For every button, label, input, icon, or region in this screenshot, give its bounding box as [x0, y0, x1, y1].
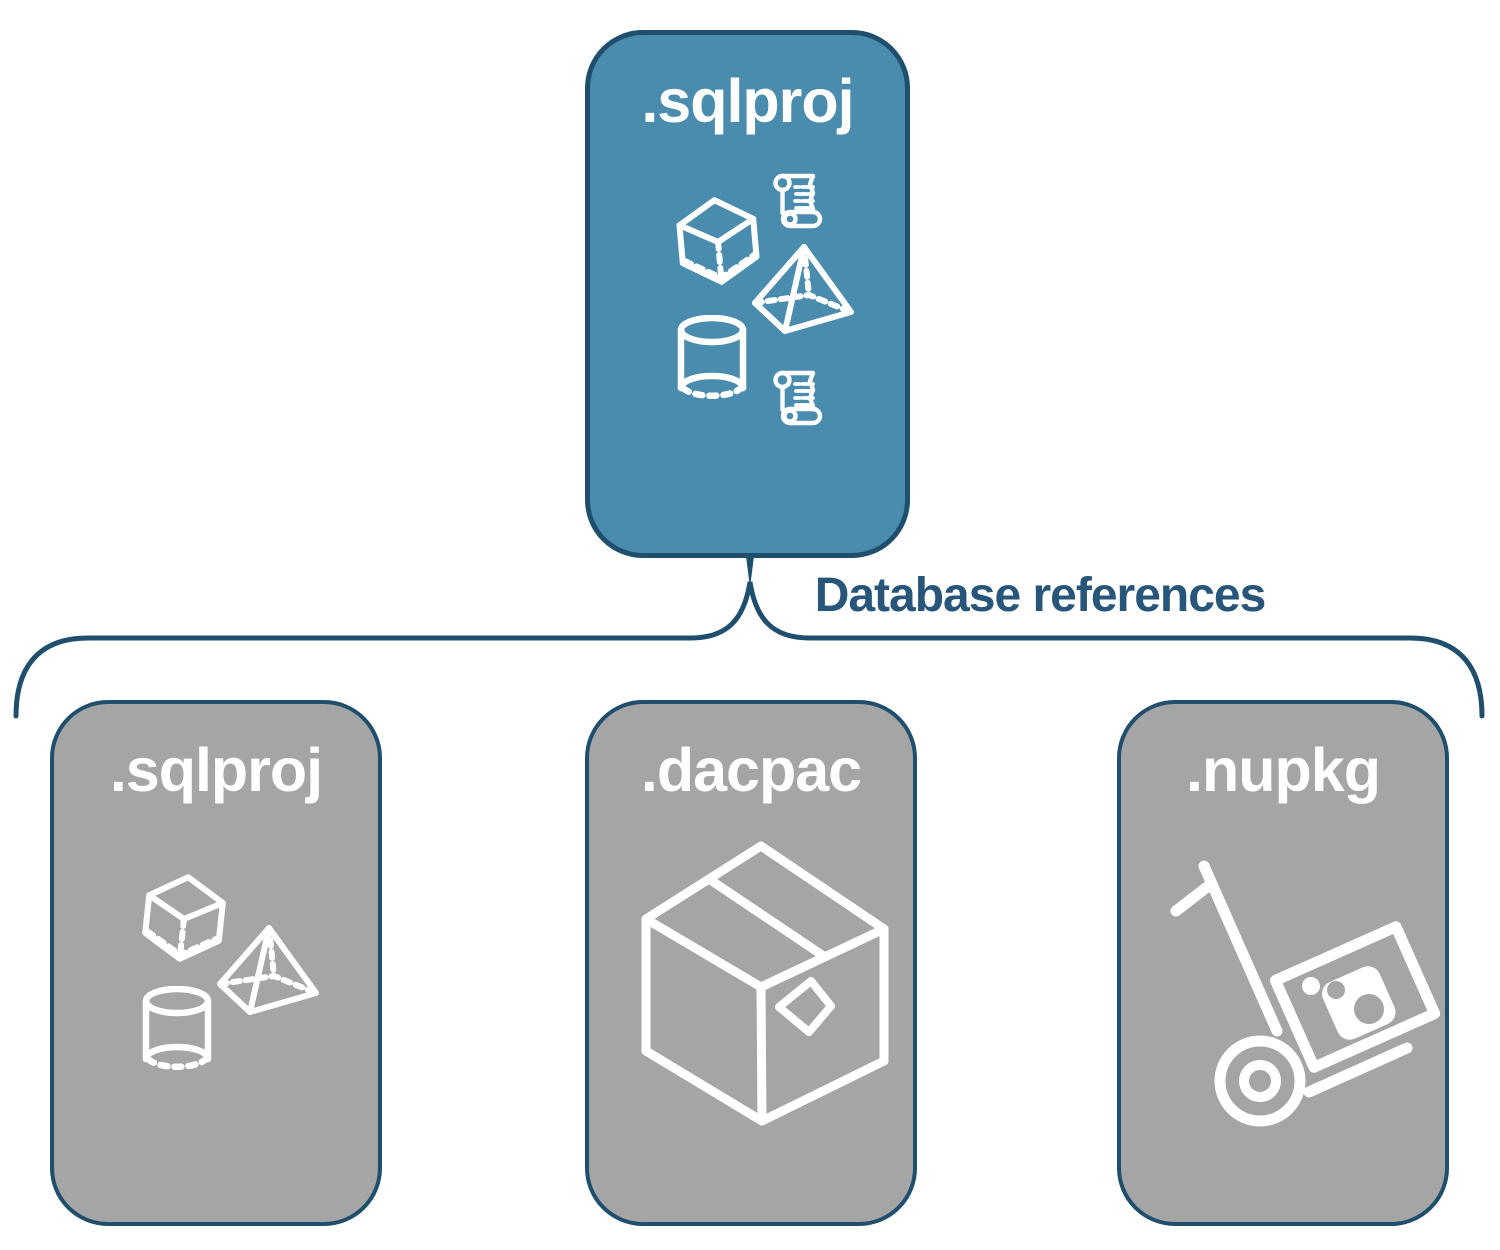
child-box-label: .nupkg: [1186, 736, 1381, 804]
child-box-label: .dacpac: [640, 736, 862, 804]
connector-label: Database references: [814, 569, 1267, 622]
child-box-label: .sqlproj: [109, 736, 323, 804]
pyramid-icon: [212, 924, 322, 1016]
child-box-dacpac: .dacpac: [585, 700, 917, 1226]
cylinder-icon: [142, 986, 212, 1074]
child-box-nupkg: .nupkg: [1117, 700, 1449, 1226]
child-box-sqlproj: .sqlproj: [50, 700, 382, 1226]
scroll-icon: [768, 168, 828, 230]
root-box-label: .sqlproj: [641, 67, 854, 135]
root-box-sqlproj: .sqlproj: [585, 30, 910, 558]
package-box-icon: [639, 839, 891, 1129]
cylinder-icon: [677, 315, 747, 403]
hand-truck-package-icon: [1164, 859, 1449, 1129]
scroll-icon: [768, 365, 828, 427]
pyramid-icon: [747, 243, 857, 335]
